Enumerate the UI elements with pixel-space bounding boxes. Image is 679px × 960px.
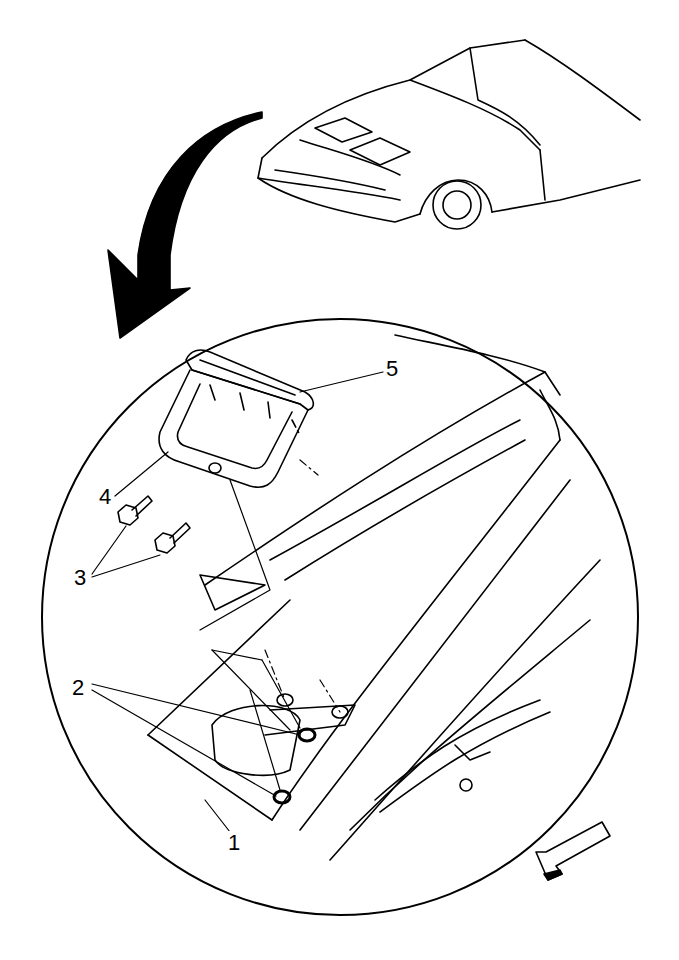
grommets (274, 694, 348, 803)
direction-arrow (536, 822, 610, 880)
hood-scoop (159, 350, 313, 487)
hood-panel (148, 335, 600, 860)
leader-lines (92, 372, 383, 832)
callout-number: 5 (384, 357, 400, 381)
car-view (258, 40, 640, 229)
callout-number: 3 (72, 566, 88, 590)
bolts (118, 496, 190, 553)
pointer-arrow (108, 112, 262, 338)
alignment-lines (200, 460, 340, 790)
direction-arrow-shade (544, 870, 562, 880)
detail-circle (42, 319, 638, 915)
callout-number: 2 (70, 676, 86, 700)
callout-number: 1 (226, 831, 242, 855)
callout-number: 4 (97, 485, 113, 509)
